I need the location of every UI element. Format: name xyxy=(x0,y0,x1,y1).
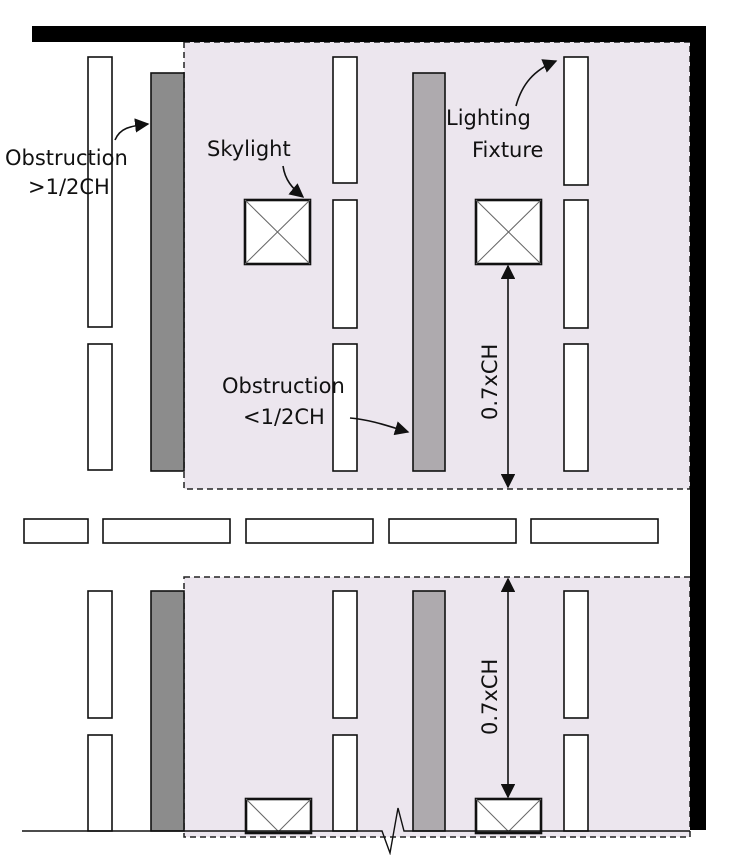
lighting-fixture xyxy=(332,343,358,472)
label-obstruction-large-line2: >1/2CH xyxy=(28,175,110,199)
label-lighting-fixture-line1: Lighting xyxy=(446,106,531,130)
lighting-fixture xyxy=(332,56,358,184)
label-obstruction-large-line1: Obstruction xyxy=(5,146,128,170)
obstruction-small xyxy=(412,590,446,832)
lighting-fixture xyxy=(87,590,113,719)
lighting-fixture xyxy=(332,734,358,832)
lighting-fixture xyxy=(102,518,231,544)
label-skylight: Skylight xyxy=(207,137,291,161)
lighting-fixture xyxy=(388,518,517,544)
lighting-fixture xyxy=(245,518,374,544)
leader-arrow-obstruction-large xyxy=(114,118,150,141)
wall-right xyxy=(690,26,706,830)
label-dimension-upper: 0.7xCH xyxy=(478,344,502,420)
wall-top xyxy=(32,26,706,42)
skylight xyxy=(244,797,313,835)
label-obstruction-small-line1: Obstruction xyxy=(222,374,345,398)
label-lighting-fixture-line2: Fixture xyxy=(472,138,543,162)
skylight xyxy=(474,797,543,835)
label-dimension-lower: 0.7xCH xyxy=(478,659,502,735)
lighting-fixture xyxy=(563,734,589,832)
obstruction-large xyxy=(150,590,185,832)
lighting-fixture xyxy=(332,590,358,719)
lighting-fixture xyxy=(563,343,589,472)
label-obstruction-small-line2: <1/2CH xyxy=(243,405,325,429)
lighting-fixture xyxy=(87,734,113,832)
leader-arrow-obstruction-small xyxy=(349,417,410,436)
leader-arrow-skylight xyxy=(282,165,305,198)
lighting-fixture xyxy=(87,343,113,471)
lighting-fixture xyxy=(23,518,89,544)
lighting-fixture xyxy=(563,56,589,186)
skylight xyxy=(474,198,543,266)
lighting-fixture xyxy=(332,199,358,329)
obstruction-small xyxy=(412,72,446,472)
skylight xyxy=(243,198,312,266)
obstruction-large xyxy=(150,72,185,472)
lighting-fixture xyxy=(563,199,589,329)
lighting-fixture xyxy=(87,56,113,328)
lighting-fixture xyxy=(563,590,589,719)
leader-arrow-lighting-fixture xyxy=(515,59,558,107)
lighting-fixture xyxy=(530,518,659,544)
break-line xyxy=(22,807,690,855)
